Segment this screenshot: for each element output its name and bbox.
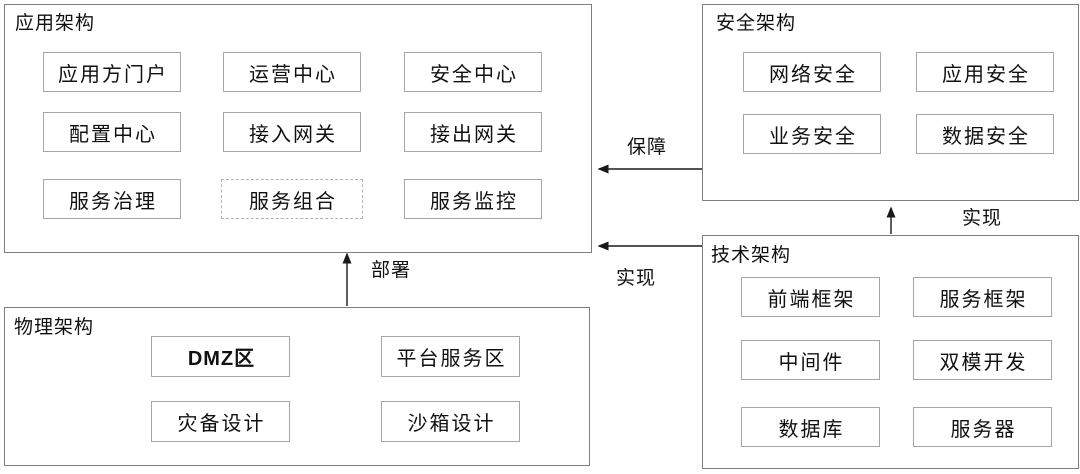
realize-app-arrow-label: 实现 [616, 268, 657, 289]
sandbox-design-box: 沙箱设计 [381, 401, 520, 442]
operation-center-box: 运营中心 [223, 52, 361, 92]
database-box: 数据库 [741, 407, 880, 447]
technical-architecture-title: 技术架构 [711, 245, 792, 266]
service-composition-box: 服务组合 [221, 179, 363, 219]
realize-security-arrow-label: 实现 [962, 208, 1003, 229]
application-architecture-panel: 应用架构 应用方门户 运营中心 安全中心 配置中心 接入网关 接出网关 服务治理… [4, 4, 592, 253]
frontend-framework-box: 前端框架 [741, 277, 880, 317]
application-architecture-title: 应用架构 [15, 13, 96, 34]
business-security-box: 业务安全 [743, 114, 881, 154]
service-governance-box: 服务治理 [43, 179, 181, 219]
dual-mode-dev-box: 双模开发 [913, 340, 1052, 380]
outbound-gateway-box: 接出网关 [404, 112, 542, 152]
technical-architecture-panel: 技术架构 前端框架 服务框架 中间件 双模开发 数据库 服务器 [702, 235, 1079, 469]
inbound-gateway-box: 接入网关 [223, 112, 361, 152]
application-security-box: 应用安全 [916, 52, 1054, 92]
config-center-box: 配置中心 [43, 112, 181, 152]
security-architecture-panel: 安全架构 网络安全 应用安全 业务安全 数据安全 [702, 4, 1079, 201]
server-box: 服务器 [913, 407, 1052, 447]
security-architecture-title: 安全架构 [716, 13, 797, 34]
disaster-recovery-design-box: 灾备设计 [151, 401, 290, 442]
guarantee-arrow-label: 保障 [627, 137, 668, 158]
physical-architecture-title: 物理架构 [14, 317, 95, 338]
security-center-box: 安全中心 [404, 52, 542, 92]
data-security-box: 数据安全 [916, 114, 1054, 154]
service-monitoring-box: 服务监控 [404, 179, 542, 219]
deploy-arrow-label: 部署 [371, 260, 412, 281]
dmz-zone-box: DMZ区 [151, 336, 290, 377]
platform-service-zone-box: 平台服务区 [381, 336, 520, 377]
app-portal-box: 应用方门户 [43, 52, 181, 92]
middleware-box: 中间件 [741, 340, 880, 380]
physical-architecture-panel: 物理架构 DMZ区 平台服务区 灾备设计 沙箱设计 [4, 307, 590, 466]
service-framework-box: 服务框架 [913, 277, 1052, 317]
network-security-box: 网络安全 [743, 52, 881, 92]
